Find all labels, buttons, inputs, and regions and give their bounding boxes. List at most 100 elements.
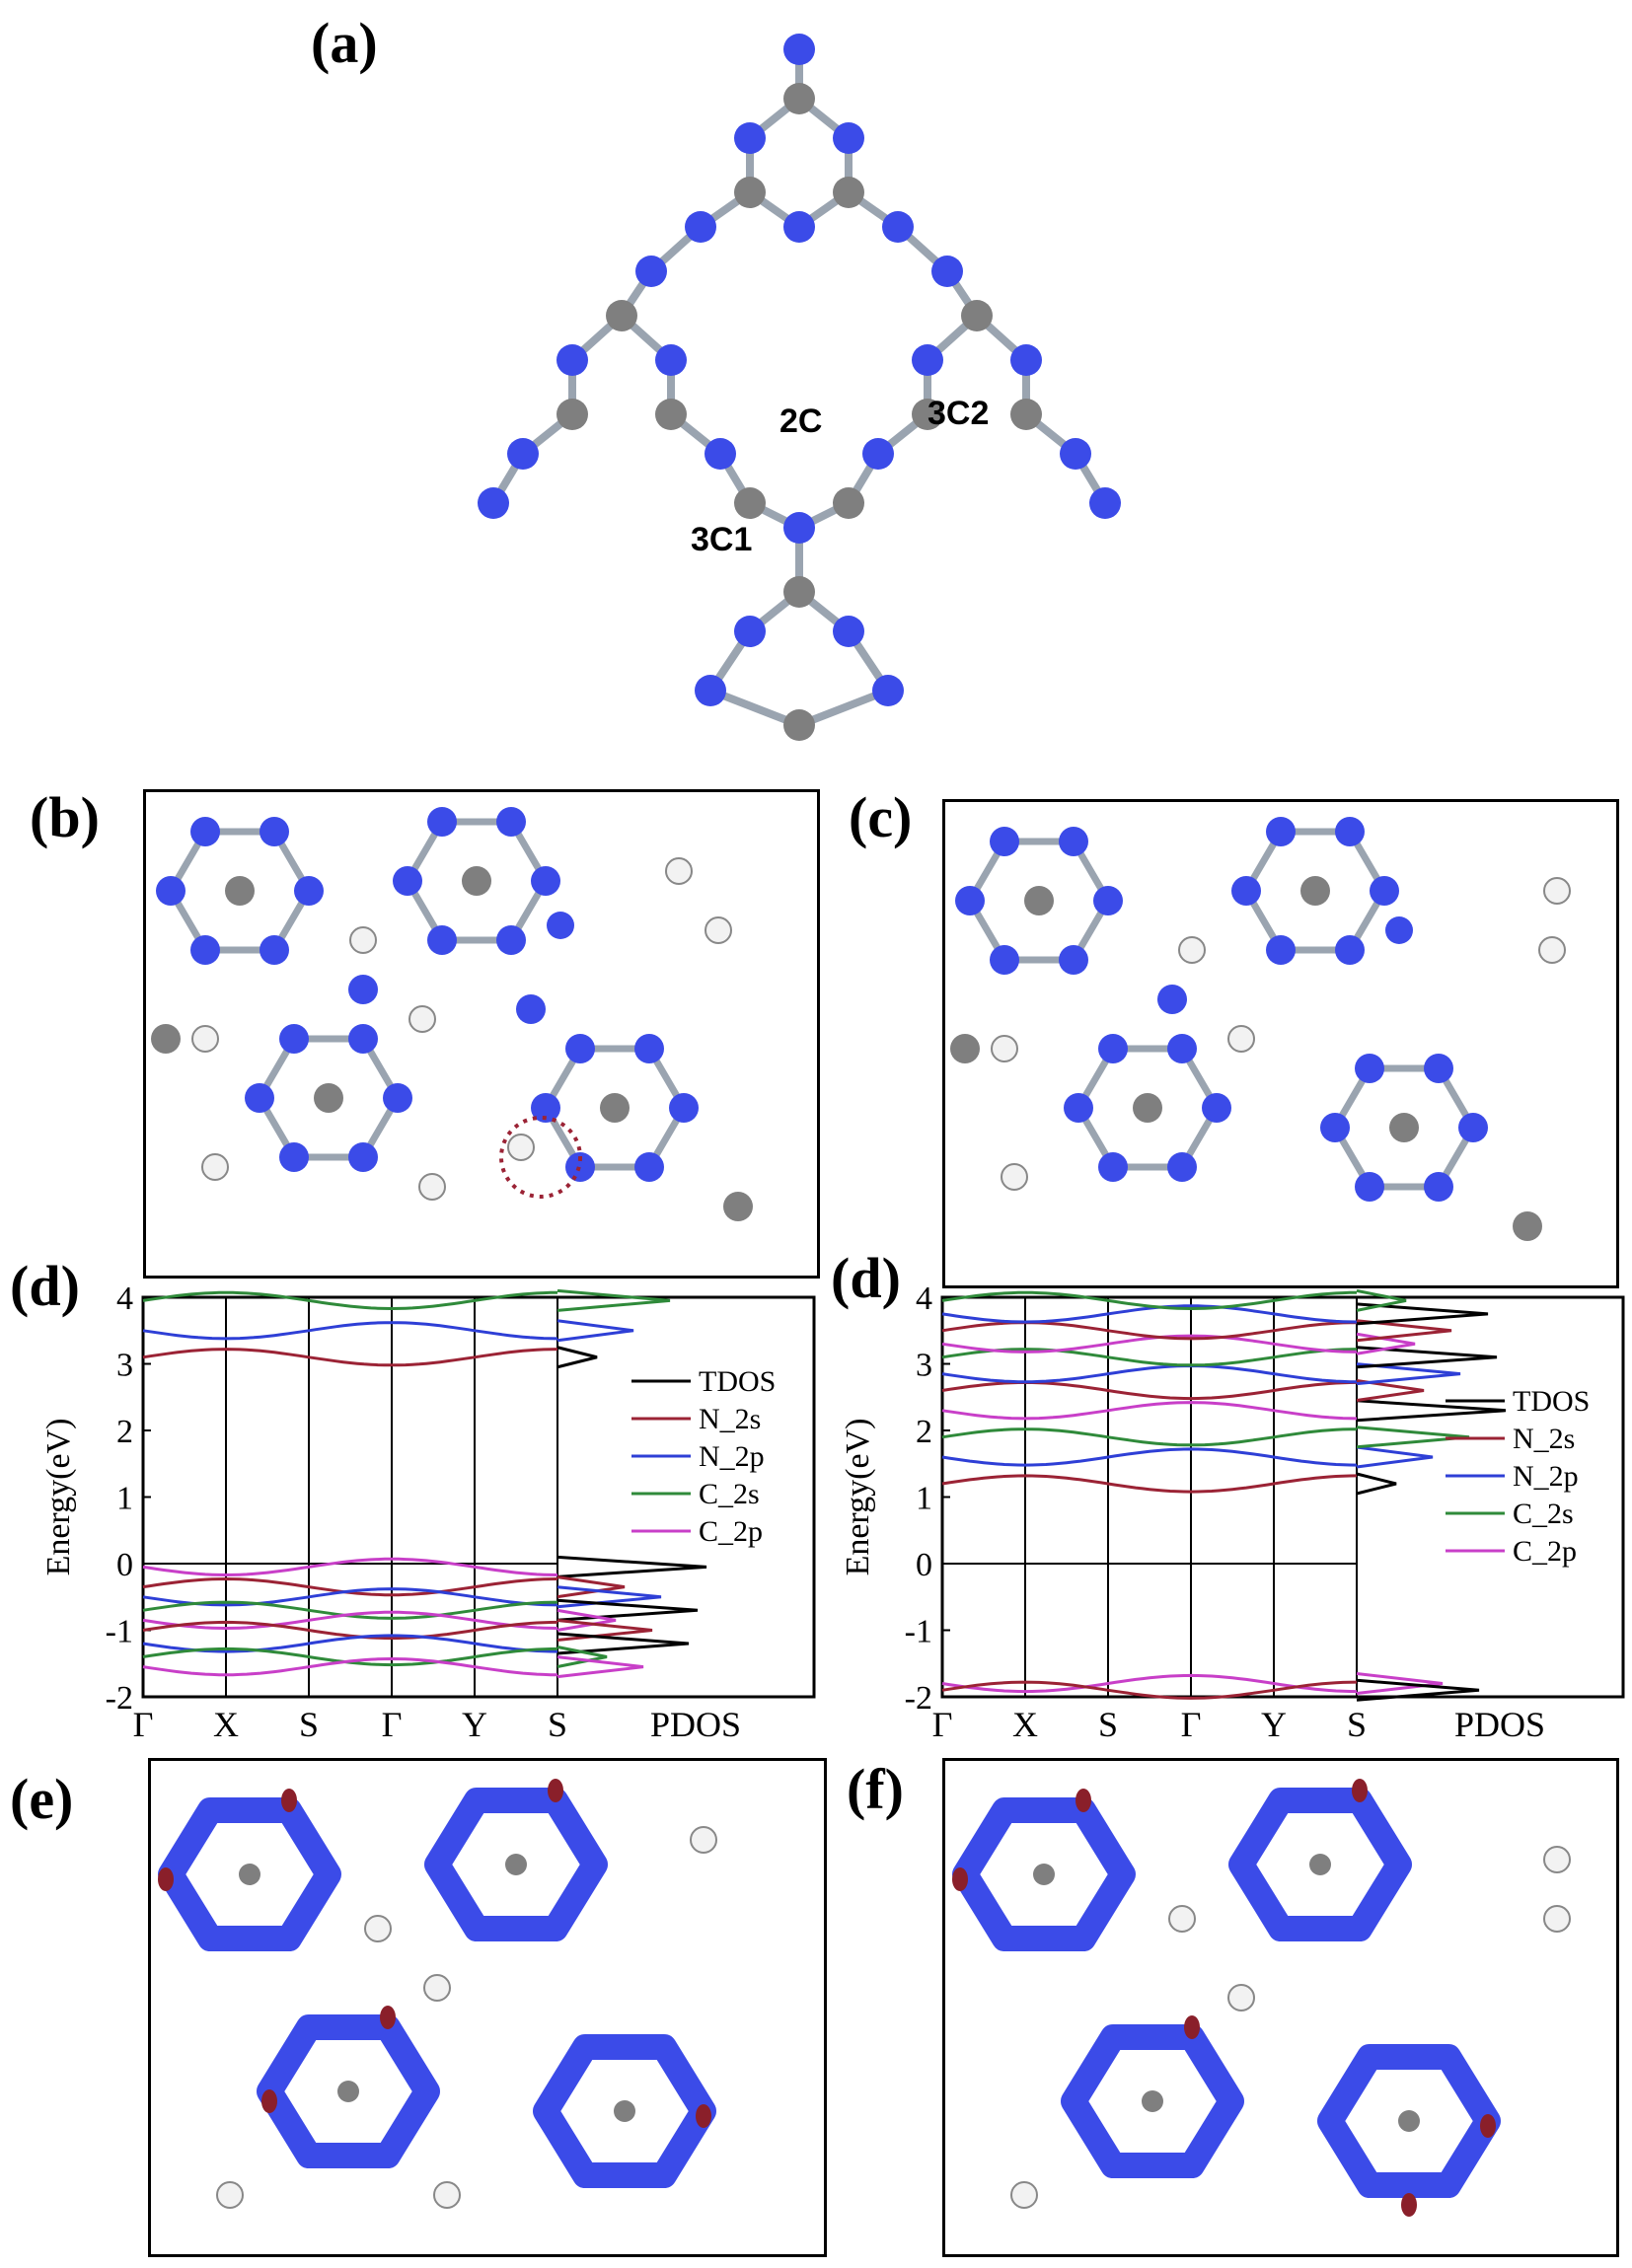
pdos-peak: [1356, 1472, 1397, 1496]
charge-density-box-f: [942, 1758, 1619, 2257]
charge-density-box-e: [148, 1758, 827, 2257]
x-tick-label: PDOS: [650, 1705, 741, 1744]
legend-label: TDOS: [699, 1365, 776, 1398]
pdos-peak: [556, 1632, 690, 1655]
band-line: [142, 1620, 558, 1641]
pdos-peak: [556, 1608, 617, 1632]
band-line: [142, 1634, 558, 1653]
pdos-peak: [1356, 1445, 1434, 1469]
y-tick-label: 3: [916, 1348, 932, 1384]
structure-box-b: [143, 789, 820, 1279]
legend-label: C_2s: [1513, 1498, 1574, 1530]
legend-label: C_2p: [1513, 1535, 1577, 1568]
panel-label-f: (f): [847, 1757, 904, 1821]
legend-label: N_2s: [1513, 1423, 1575, 1455]
panel-label-c: (c): [849, 785, 913, 849]
pdos-peak: [556, 1288, 671, 1312]
x-tick-label: X: [1012, 1705, 1038, 1744]
y-tick-label: 2: [916, 1414, 932, 1450]
pdos-peak: [1356, 1302, 1489, 1326]
band-line: [142, 1610, 558, 1631]
x-tick-label: S: [1347, 1705, 1367, 1744]
band-line: [941, 1363, 1357, 1384]
band-line: [941, 1673, 1358, 1694]
y-tick-label: 1: [916, 1481, 932, 1517]
x-tick-label: Γ: [1181, 1705, 1202, 1744]
x-tick-label: X: [213, 1705, 239, 1744]
pdos-peak: [1356, 1678, 1480, 1702]
band-line: [941, 1401, 1358, 1421]
band-line: [941, 1427, 1357, 1447]
legend-label: N_2p: [1513, 1460, 1579, 1493]
panel-label-d-left: (d): [10, 1254, 80, 1318]
pdos-peak: [1356, 1399, 1507, 1423]
y-axis-label: Energy(eV): [40, 1419, 77, 1576]
band-line: [142, 1348, 558, 1367]
band-line: [941, 1447, 1358, 1467]
band-line: [941, 1334, 1358, 1353]
y-tick-label: 3: [116, 1348, 133, 1384]
y-tick-label: -2: [905, 1680, 932, 1717]
pdos-peak: [1356, 1672, 1444, 1695]
band-line: [142, 1557, 558, 1577]
panel-label-a: (a): [311, 11, 378, 75]
band-line: [941, 1680, 1358, 1700]
band-line: [142, 1290, 557, 1311]
pdos-peak: [1356, 1379, 1425, 1402]
x-tick-label: Y: [1261, 1705, 1287, 1744]
band-line: [142, 1321, 558, 1341]
x-tick-label: PDOS: [1454, 1705, 1545, 1744]
y-tick-label: 0: [916, 1547, 932, 1583]
atom-label-2c: 2C: [779, 402, 823, 440]
y-tick-label: 4: [116, 1280, 133, 1317]
atom-label-3c1: 3C1: [691, 521, 753, 558]
y-tick-label: -2: [106, 1680, 133, 1717]
y-tick-label: 4: [916, 1280, 932, 1317]
molecule-a: [478, 34, 1121, 741]
x-tick-label: S: [299, 1705, 319, 1744]
y-tick-label: -1: [905, 1614, 932, 1650]
y-tick-label: 0: [116, 1547, 133, 1583]
pdos-peak: [556, 1655, 644, 1679]
legend-label: C_2p: [699, 1515, 763, 1548]
pdos-peak: [556, 1646, 608, 1668]
legend-label: TDOS: [1513, 1385, 1590, 1418]
band-line: [142, 1656, 557, 1677]
pdos-peak: [1356, 1319, 1452, 1343]
pdos-peak: [1356, 1288, 1407, 1312]
legend-label: N_2s: [699, 1403, 761, 1435]
y-tick-label: 2: [116, 1414, 133, 1450]
band-line: [941, 1290, 1357, 1311]
y-tick-label: 1: [116, 1481, 133, 1517]
y-axis-label: Energy(eV): [840, 1419, 876, 1576]
band-line: [941, 1348, 1358, 1367]
x-tick-label: Y: [462, 1705, 487, 1744]
band-line: [941, 1380, 1358, 1401]
panel-label-d-right: (d): [831, 1246, 901, 1310]
atom-label-3c2: 3C2: [927, 395, 990, 432]
legend-label: N_2p: [699, 1440, 765, 1473]
pdos-peak: [556, 1575, 626, 1599]
band-line: [941, 1304, 1358, 1324]
y-tick-label: -1: [106, 1614, 133, 1650]
band-line: [941, 1474, 1358, 1494]
pdos-peak: [1356, 1362, 1461, 1386]
panel-label-b: (b): [30, 785, 100, 849]
legend-label: C_2s: [699, 1478, 760, 1510]
pdos-peak: [556, 1598, 699, 1622]
pdos-peak: [556, 1555, 707, 1578]
pdos-peak: [556, 1346, 598, 1369]
x-tick-label: S: [548, 1705, 567, 1744]
structure-box-c: [942, 799, 1619, 1288]
x-tick-label: S: [1098, 1705, 1118, 1744]
band-line: [941, 1321, 1357, 1341]
x-tick-label: Γ: [382, 1705, 403, 1744]
x-tick-label: Γ: [932, 1705, 953, 1744]
band-line: [142, 1587, 558, 1607]
panel-label-e: (e): [10, 1767, 74, 1831]
pdos-peak: [1356, 1346, 1498, 1369]
x-tick-label: Γ: [133, 1705, 154, 1744]
pdos-peak: [556, 1319, 634, 1343]
